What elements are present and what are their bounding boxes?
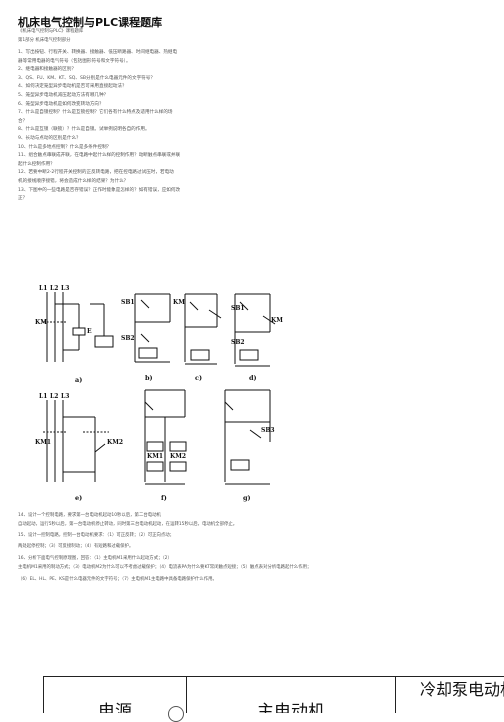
label-e-a: E [87, 328, 92, 335]
label-sb2-b: SB2 [121, 335, 135, 342]
label-l3: L3 [61, 285, 69, 292]
caption-b: b) [145, 374, 153, 382]
question-line: （6）EL、HL、PE、KS是什么电器元件的文字符号；（7）主电机M1主电路中具… [18, 577, 217, 583]
question-line: 1、写出按钮、行程开关、转换器、接触器、低压断路器、时间继电器、热继电 [18, 50, 308, 56]
question-line: 正？ [18, 196, 308, 202]
question-line: 3、QS、FU、KM、KT、SQ、SB分别是什么电器元件的文字符号？ [18, 76, 308, 82]
label-sb3-g: SB3 [261, 427, 275, 434]
question-line: 主电机M1采用的制动方式；（3）电动机M2为什么可以不考虑过载保护；（4）电流表… [18, 565, 311, 571]
circle-mark [168, 706, 184, 722]
circuit-diagrams: L1 L2 L3 KM E SB1 SB2 KM KM SB1 SB2 L1 L… [35, 282, 295, 522]
caption-a: a) [75, 376, 82, 384]
question-line: 2、继电器和接触器的区别？ [18, 67, 308, 73]
question-line: 15、设计一控制电路，控制一台电动机要求：（1）可正反转；（2）可正向点动； [18, 533, 174, 539]
label-km-c: KM [173, 299, 185, 306]
label-sb1-b: SB1 [121, 299, 135, 306]
table-row: 电源 主电动机 冷却泵电动机 [44, 677, 504, 714]
label-sb2-d: SB2 [231, 339, 245, 346]
question-line: 自动起动，运行5秒以后，第一台电动机停止转动，同时第三台电动机起动，在运转15秒… [18, 522, 237, 528]
question-line: 器等常用电器的电气符号（包括图形符号和文字符号）。 [18, 59, 308, 65]
question-line: 5、笼型异步电动机减压起动方法有哪几种？ [18, 93, 308, 99]
label-km2-e: KM2 [107, 439, 123, 446]
question-line: 机的接线顺序接错，将会造成什么样的结果？为什么？ [18, 179, 308, 185]
doc-subtitle: 《机床电气控制与PLC》课程题库 [18, 29, 83, 35]
caption-c: c) [195, 374, 202, 382]
label-km-d: KM [271, 317, 283, 324]
question-line: 合？ [18, 119, 308, 125]
question-line: 9、长动与点动的区别是什么？ [18, 136, 308, 142]
question-line: 两处起停控制；（3）可反接制动；（4）有短路和过载保护。 [18, 544, 133, 550]
caption-g: g) [243, 494, 251, 502]
label-km-a: KM [35, 319, 47, 326]
question-line: 6、笼型异步电动机是如何改变转动方向？ [18, 102, 308, 108]
question-line: 4、如何决定笼型异步电动机是否可采用直接起动法？ [18, 84, 308, 90]
label-km1-f: KM1 [147, 453, 163, 460]
question-line: 10、什么是多地点控制？什么是多条件控制？ [18, 145, 308, 151]
label-km1-e: KM1 [35, 439, 51, 446]
label-l2-e: L2 [50, 393, 58, 400]
question-line: 16、分析下面电气控制原理图，回答：（1）主电机M1采用什么起动方式；（2） [18, 556, 172, 562]
label-l1-e: L1 [39, 393, 47, 400]
table-cell: 电源 [44, 677, 187, 714]
question-line: 起什么控制作用？ [18, 162, 308, 168]
caption-e: e) [75, 494, 82, 502]
label-l3-e: L3 [61, 393, 69, 400]
question-line: 12、若要中断2-2行程开关控制的正反转电路，把在控电路过试压时，若电动 [18, 170, 308, 176]
table: 电源 主电动机 冷却泵电动机 [43, 676, 504, 713]
doc-title: 机床电气控制与PLC课程题库 [18, 14, 162, 30]
label-sb1-d: SB1 [231, 305, 245, 312]
table-cell: 冷却泵电动机 [395, 677, 504, 714]
label-l1: L1 [39, 285, 47, 292]
caption-d: d) [249, 374, 257, 382]
table-cell: 主电动机 [187, 677, 396, 714]
question-line: 11、组合触点串联成开联，在电路中起什么样的控制作用？动断触点串联或并联 [18, 153, 308, 159]
label-l2: L2 [50, 285, 58, 292]
section-heading: 第1部分 机床电气控制部分 [18, 38, 71, 44]
label-km2-f: KM2 [170, 453, 186, 460]
question-line: 14、设计一个控制电路，要求第一台电动机起动10秒以后，第二台电动机 [18, 513, 161, 519]
question-line: 8、什么是互锁（联锁）？什么是自锁。试举例说明各自的作用。 [18, 127, 308, 133]
question-line: 13、下图中的一些电路是否存错误？正作时能象是怎样的？如有错误，应如何改 [18, 188, 308, 194]
question-line: 7、什么是自锁控制？什么是互锁控制？它们各有什么特点及适用什么样的场 [18, 110, 308, 116]
caption-f: f) [161, 494, 167, 502]
